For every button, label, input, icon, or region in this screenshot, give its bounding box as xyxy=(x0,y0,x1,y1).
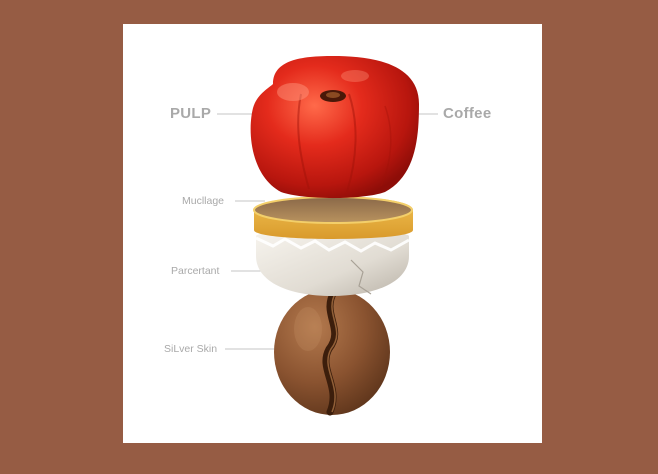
coffee-label: Coffee xyxy=(443,105,492,122)
pulp-label: PULP xyxy=(170,105,212,122)
parchment-label: Parcertant xyxy=(171,265,220,277)
diagram-card: PULP Coffee Mucllage Parcertant SiLver S… xyxy=(123,24,542,443)
coffee-cherry-anatomy xyxy=(217,56,438,416)
silver-skin-label: SiLver Skin xyxy=(164,343,218,355)
coffee-cherry-pulp xyxy=(250,56,419,198)
mucilage-layer xyxy=(253,196,413,239)
mucilage-label: Mucllage xyxy=(182,195,225,207)
coffee-bean xyxy=(274,288,390,416)
parchment-layer xyxy=(255,230,410,296)
